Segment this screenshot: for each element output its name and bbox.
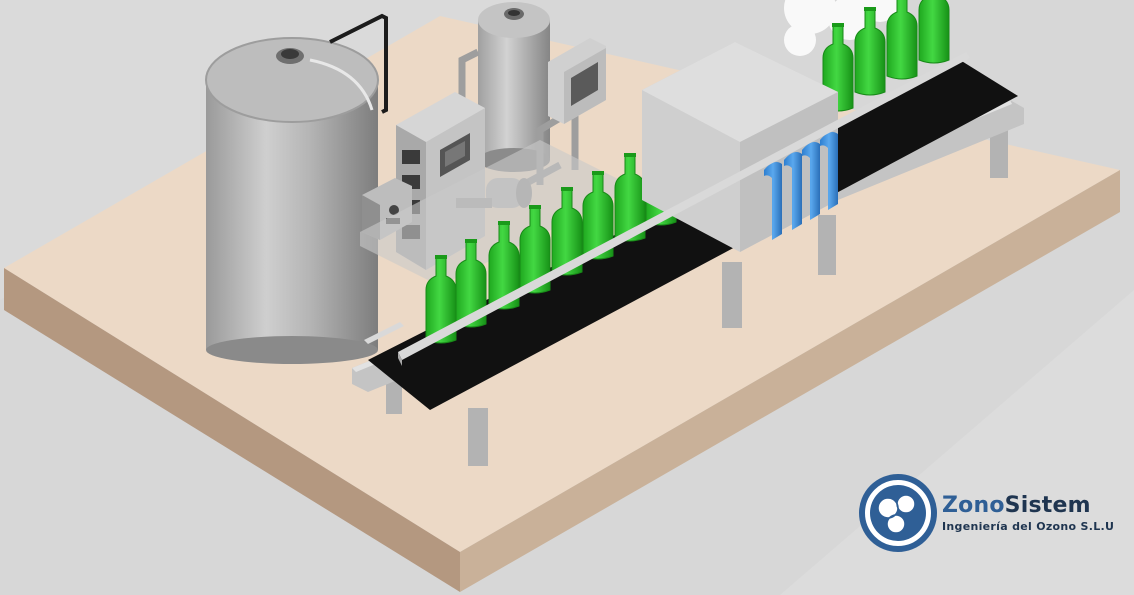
conveyor-legs (386, 120, 1008, 466)
zonosistem-logo-icon (859, 474, 937, 552)
electrical-panel (548, 38, 606, 124)
bottle (614, 153, 646, 242)
bottle (488, 221, 520, 310)
bottle (886, 0, 918, 80)
equipment-frame (360, 140, 620, 286)
logo-text: ZonoSistem Ingeniería del Ozono S.L.U (942, 493, 1114, 533)
storage-tank (205, 37, 379, 364)
bottle (918, 0, 950, 64)
feed-pipe (329, 13, 388, 114)
brand-name: ZonoSistem (942, 493, 1114, 519)
guide-rail (398, 52, 970, 360)
bottle (519, 205, 551, 294)
bottle (854, 7, 886, 96)
brand-tagline: Ingeniería del Ozono S.L.U (942, 520, 1115, 533)
zonosistem-logo: ZonoSistem Ingeniería del Ozono S.L.U (858, 473, 1118, 553)
bottle (425, 255, 457, 344)
bottle (551, 187, 583, 276)
brand-name-part2: Sistem (1004, 493, 1091, 518)
bottle (582, 171, 614, 260)
conveyor-belt (368, 60, 1018, 410)
brand-name-part1: Zono (942, 493, 1005, 518)
bottle (455, 239, 487, 328)
